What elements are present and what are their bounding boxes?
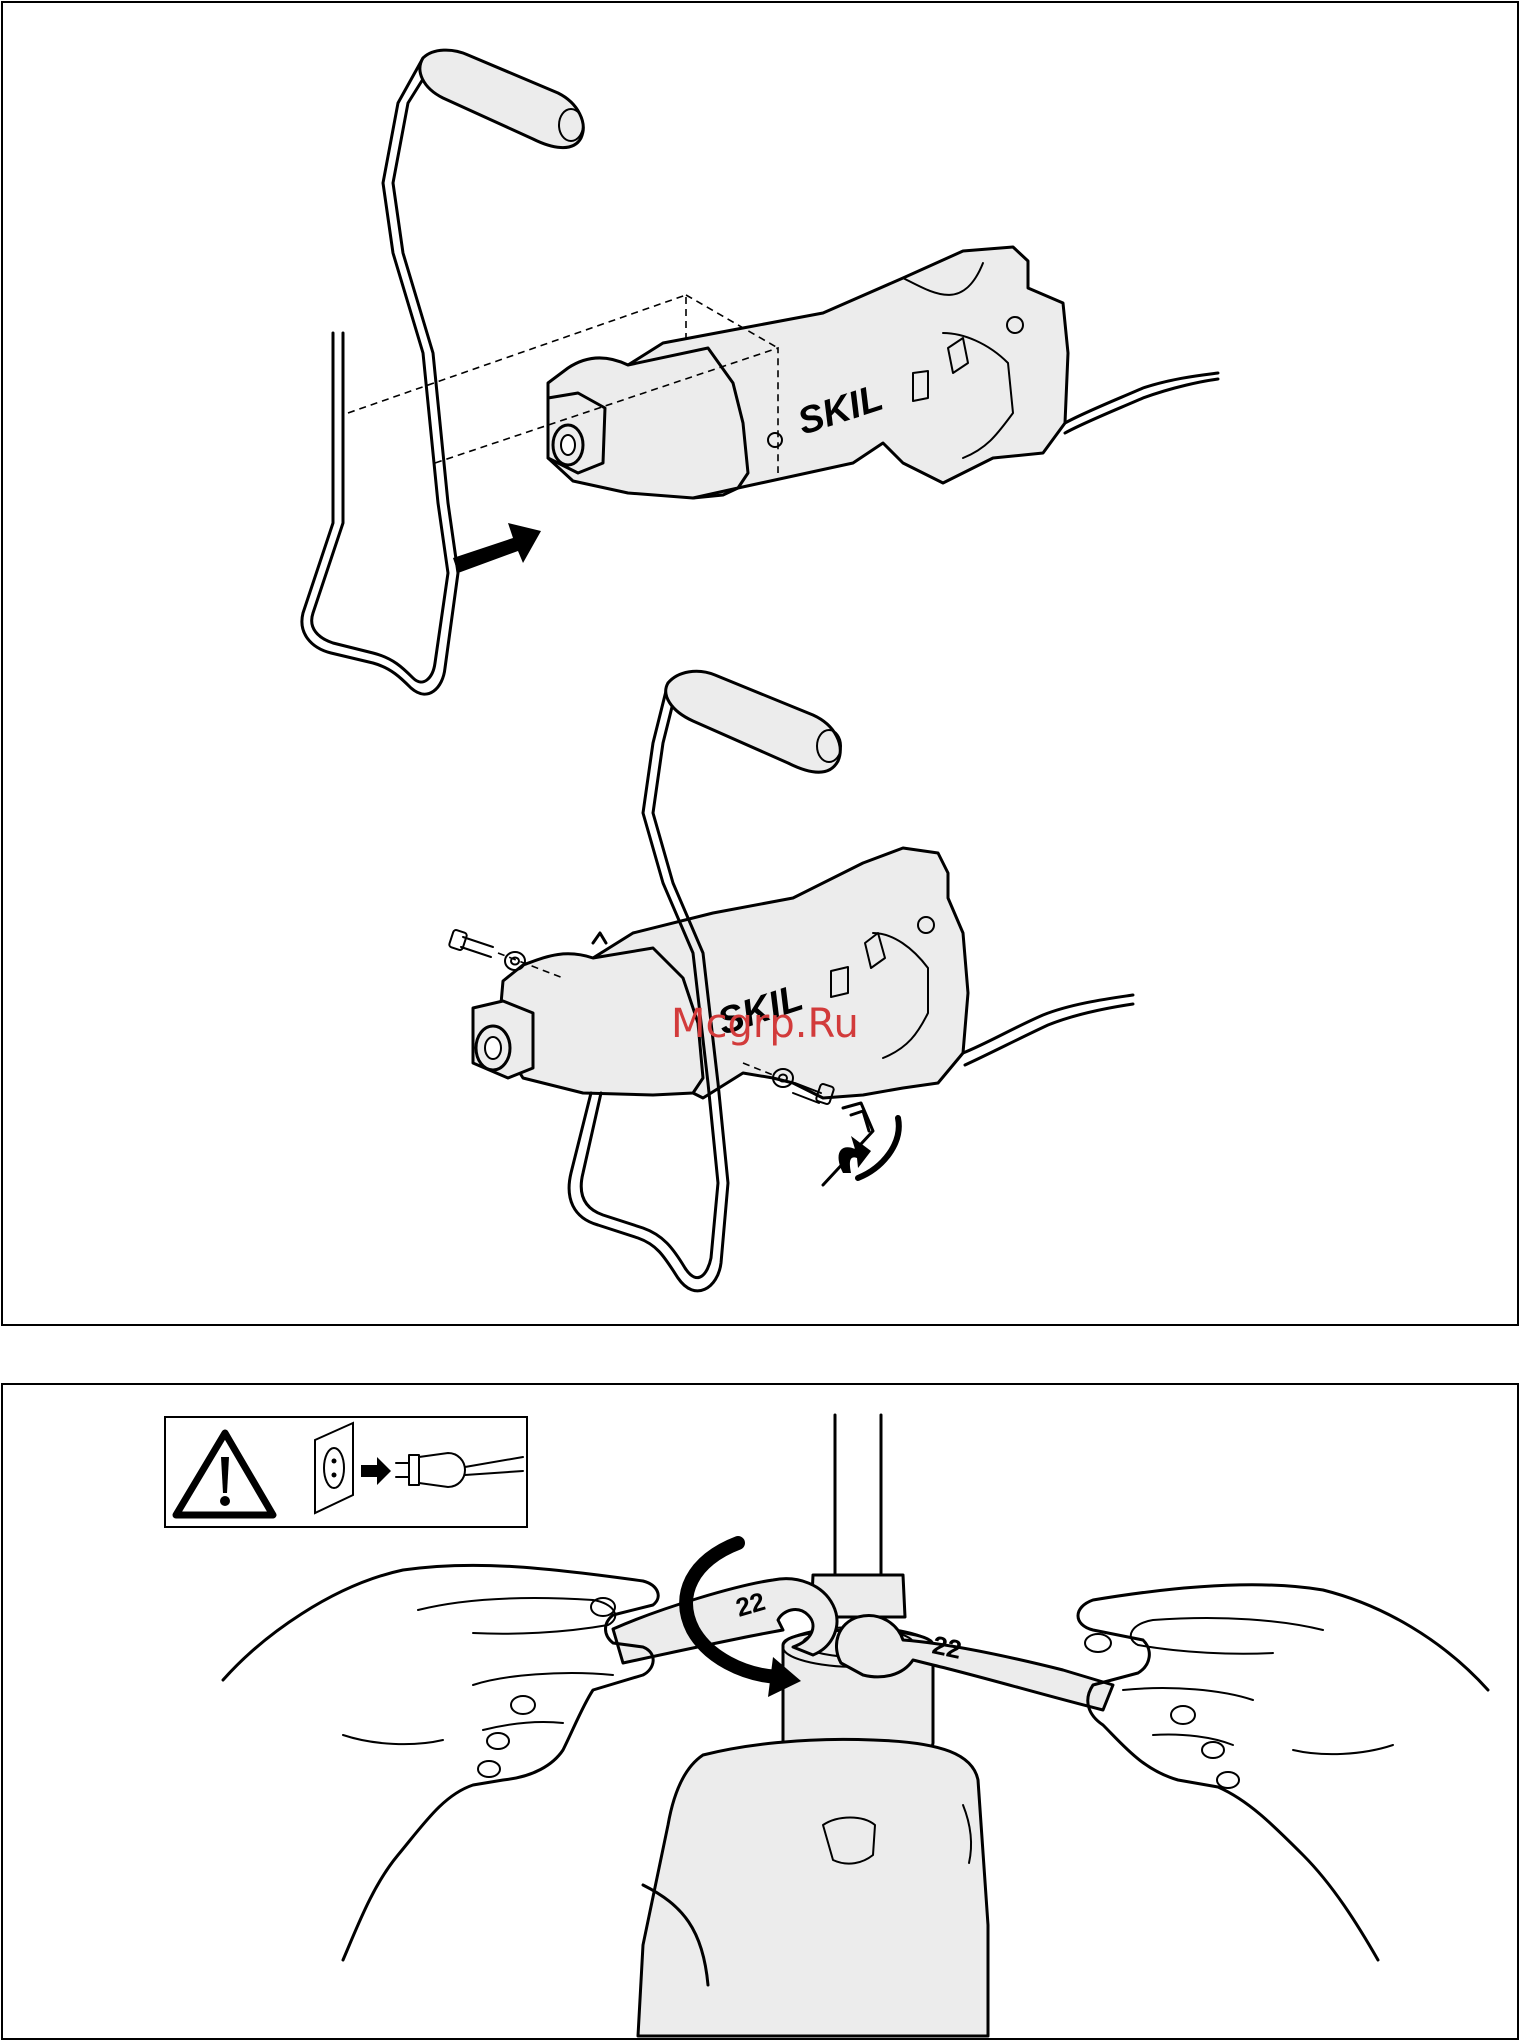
auxiliary-handle-upper <box>302 50 583 694</box>
watermark: Mcgrp.Ru <box>671 1001 859 1047</box>
washer-left <box>505 952 525 970</box>
screw-left <box>449 929 563 978</box>
figure-wrench-removal: 22 22 <box>1 1383 1519 2040</box>
drill-lower: SKIL <box>473 848 1133 1098</box>
figure-handle-assembly: SKIL SKIL <box>1 1 1519 1326</box>
mixer-shaft <box>811 1415 905 1617</box>
unplug-warning-box <box>165 1417 527 1527</box>
drill-upper: SKIL <box>548 247 1218 498</box>
handle-assembly-illustration: SKIL SKIL <box>3 3 1519 1324</box>
drill-spindle-housing <box>638 1627 988 2036</box>
wrench-size-right: 22 <box>930 1630 965 1665</box>
left-hand <box>223 1565 658 1960</box>
wrench-removal-illustration: 22 22 <box>3 1385 1519 2038</box>
right-hand <box>1078 1585 1488 1960</box>
